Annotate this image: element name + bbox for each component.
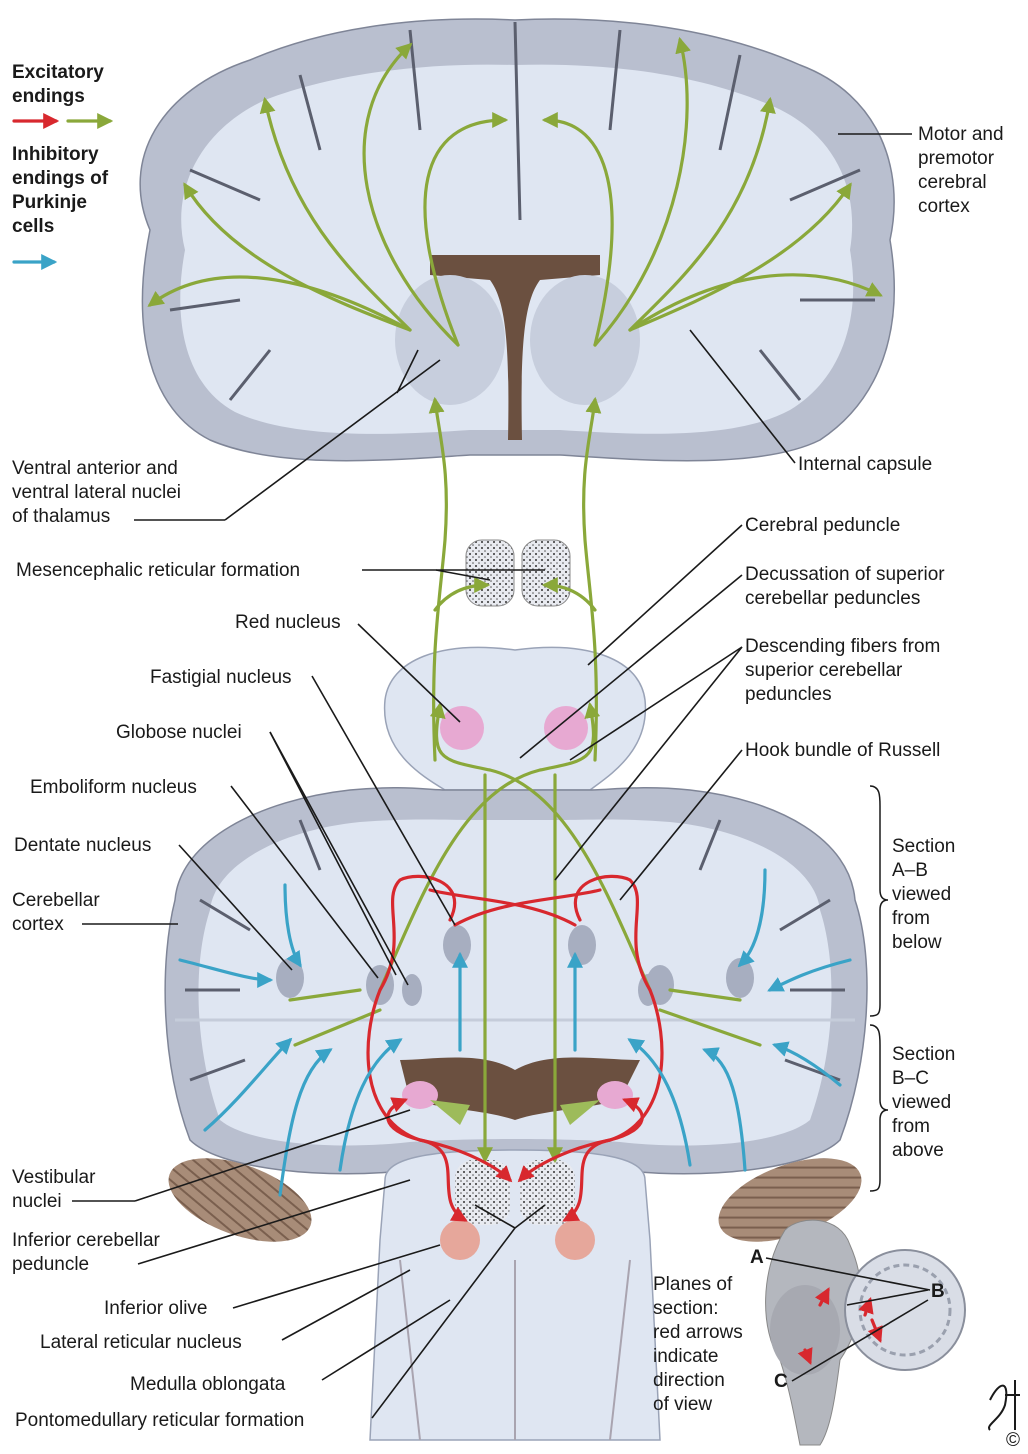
signature-mark: © [989,1380,1020,1451]
label-dentate: Dentate nucleus [14,835,151,856]
label-inferior-olive: Inferior olive [104,1298,208,1319]
label-hook-bundle: Hook bundle of Russell [745,740,940,761]
label-lateral-reticular: Lateral reticular nucleus [40,1332,242,1353]
legend-excitatory: Excitatory endings [12,62,104,107]
label-emboliform: Emboliform nucleus [30,777,197,798]
plane-c-label: C [774,1371,788,1392]
label-globose: Globose nuclei [116,722,242,743]
cerebrum-section [140,19,894,461]
label-fastigial: Fastigial nucleus [150,667,292,688]
legend-excitatory-line1: Excitatory [12,62,104,83]
label-pontomedullary: Pontomedullary reticular formation [15,1410,304,1431]
plane-a-label: A [750,1247,764,1268]
svg-text:Purkinje: Purkinje [12,192,87,213]
svg-text:cells: cells [12,216,54,237]
mesencephalic-reticular-formation [466,540,570,606]
label-internal-capsule: Internal capsule [798,454,932,475]
svg-text:endings of: endings of [12,168,109,189]
label-red-nucleus: Red nucleus [235,612,341,633]
svg-text:Inhibitory: Inhibitory [12,144,99,165]
legend-inhibitory: Inhibitory endings of Purkinje cells [12,144,109,237]
label-mesencephalic: Mesencephalic reticular formation [16,560,300,581]
label-cerebral-peduncle: Cerebral peduncle [745,515,900,536]
plane-b-label: B [931,1281,945,1302]
label-medulla: Medulla oblongata [130,1374,286,1395]
medulla-section [370,1150,660,1440]
copyright-mark: © [1006,1430,1020,1451]
legend: Excitatory endings Inhibitory endings of… [12,62,110,262]
midbrain-section [385,647,646,790]
legend-excitatory-line2: endings [12,86,85,107]
